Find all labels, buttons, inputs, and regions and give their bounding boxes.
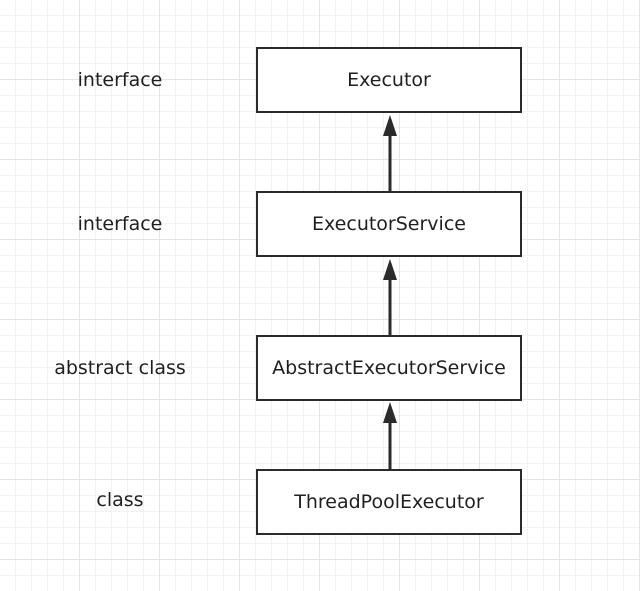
kind-label-executor: interface (77, 69, 163, 91)
edge-abstract-executor-service-to-executor-service (383, 259, 397, 335)
node-label: AbstractExecutorService (272, 357, 506, 379)
node-label: ThreadPoolExecutor (294, 491, 484, 513)
edge-executor-service-to-executor (383, 115, 397, 191)
node-abstract-executor-service: AbstractExecutorService (256, 335, 522, 401)
kind-label-thread-pool-executor: class (96, 489, 144, 511)
node-executor-service: ExecutorService (256, 191, 522, 257)
node-thread-pool-executor: ThreadPoolExecutor (256, 469, 522, 535)
kind-label-executor-service: interface (77, 213, 163, 235)
arrowhead-icon (383, 115, 397, 136)
arrowhead-icon (383, 259, 397, 280)
node-label: Executor (347, 69, 431, 91)
edge-thread-pool-executor-to-abstract-executor-service (383, 402, 397, 469)
arrowhead-icon (383, 402, 397, 423)
node-executor: Executor (256, 47, 522, 113)
kind-label-abstract-executor-service: abstract class (54, 357, 186, 379)
node-label: ExecutorService (312, 213, 466, 235)
